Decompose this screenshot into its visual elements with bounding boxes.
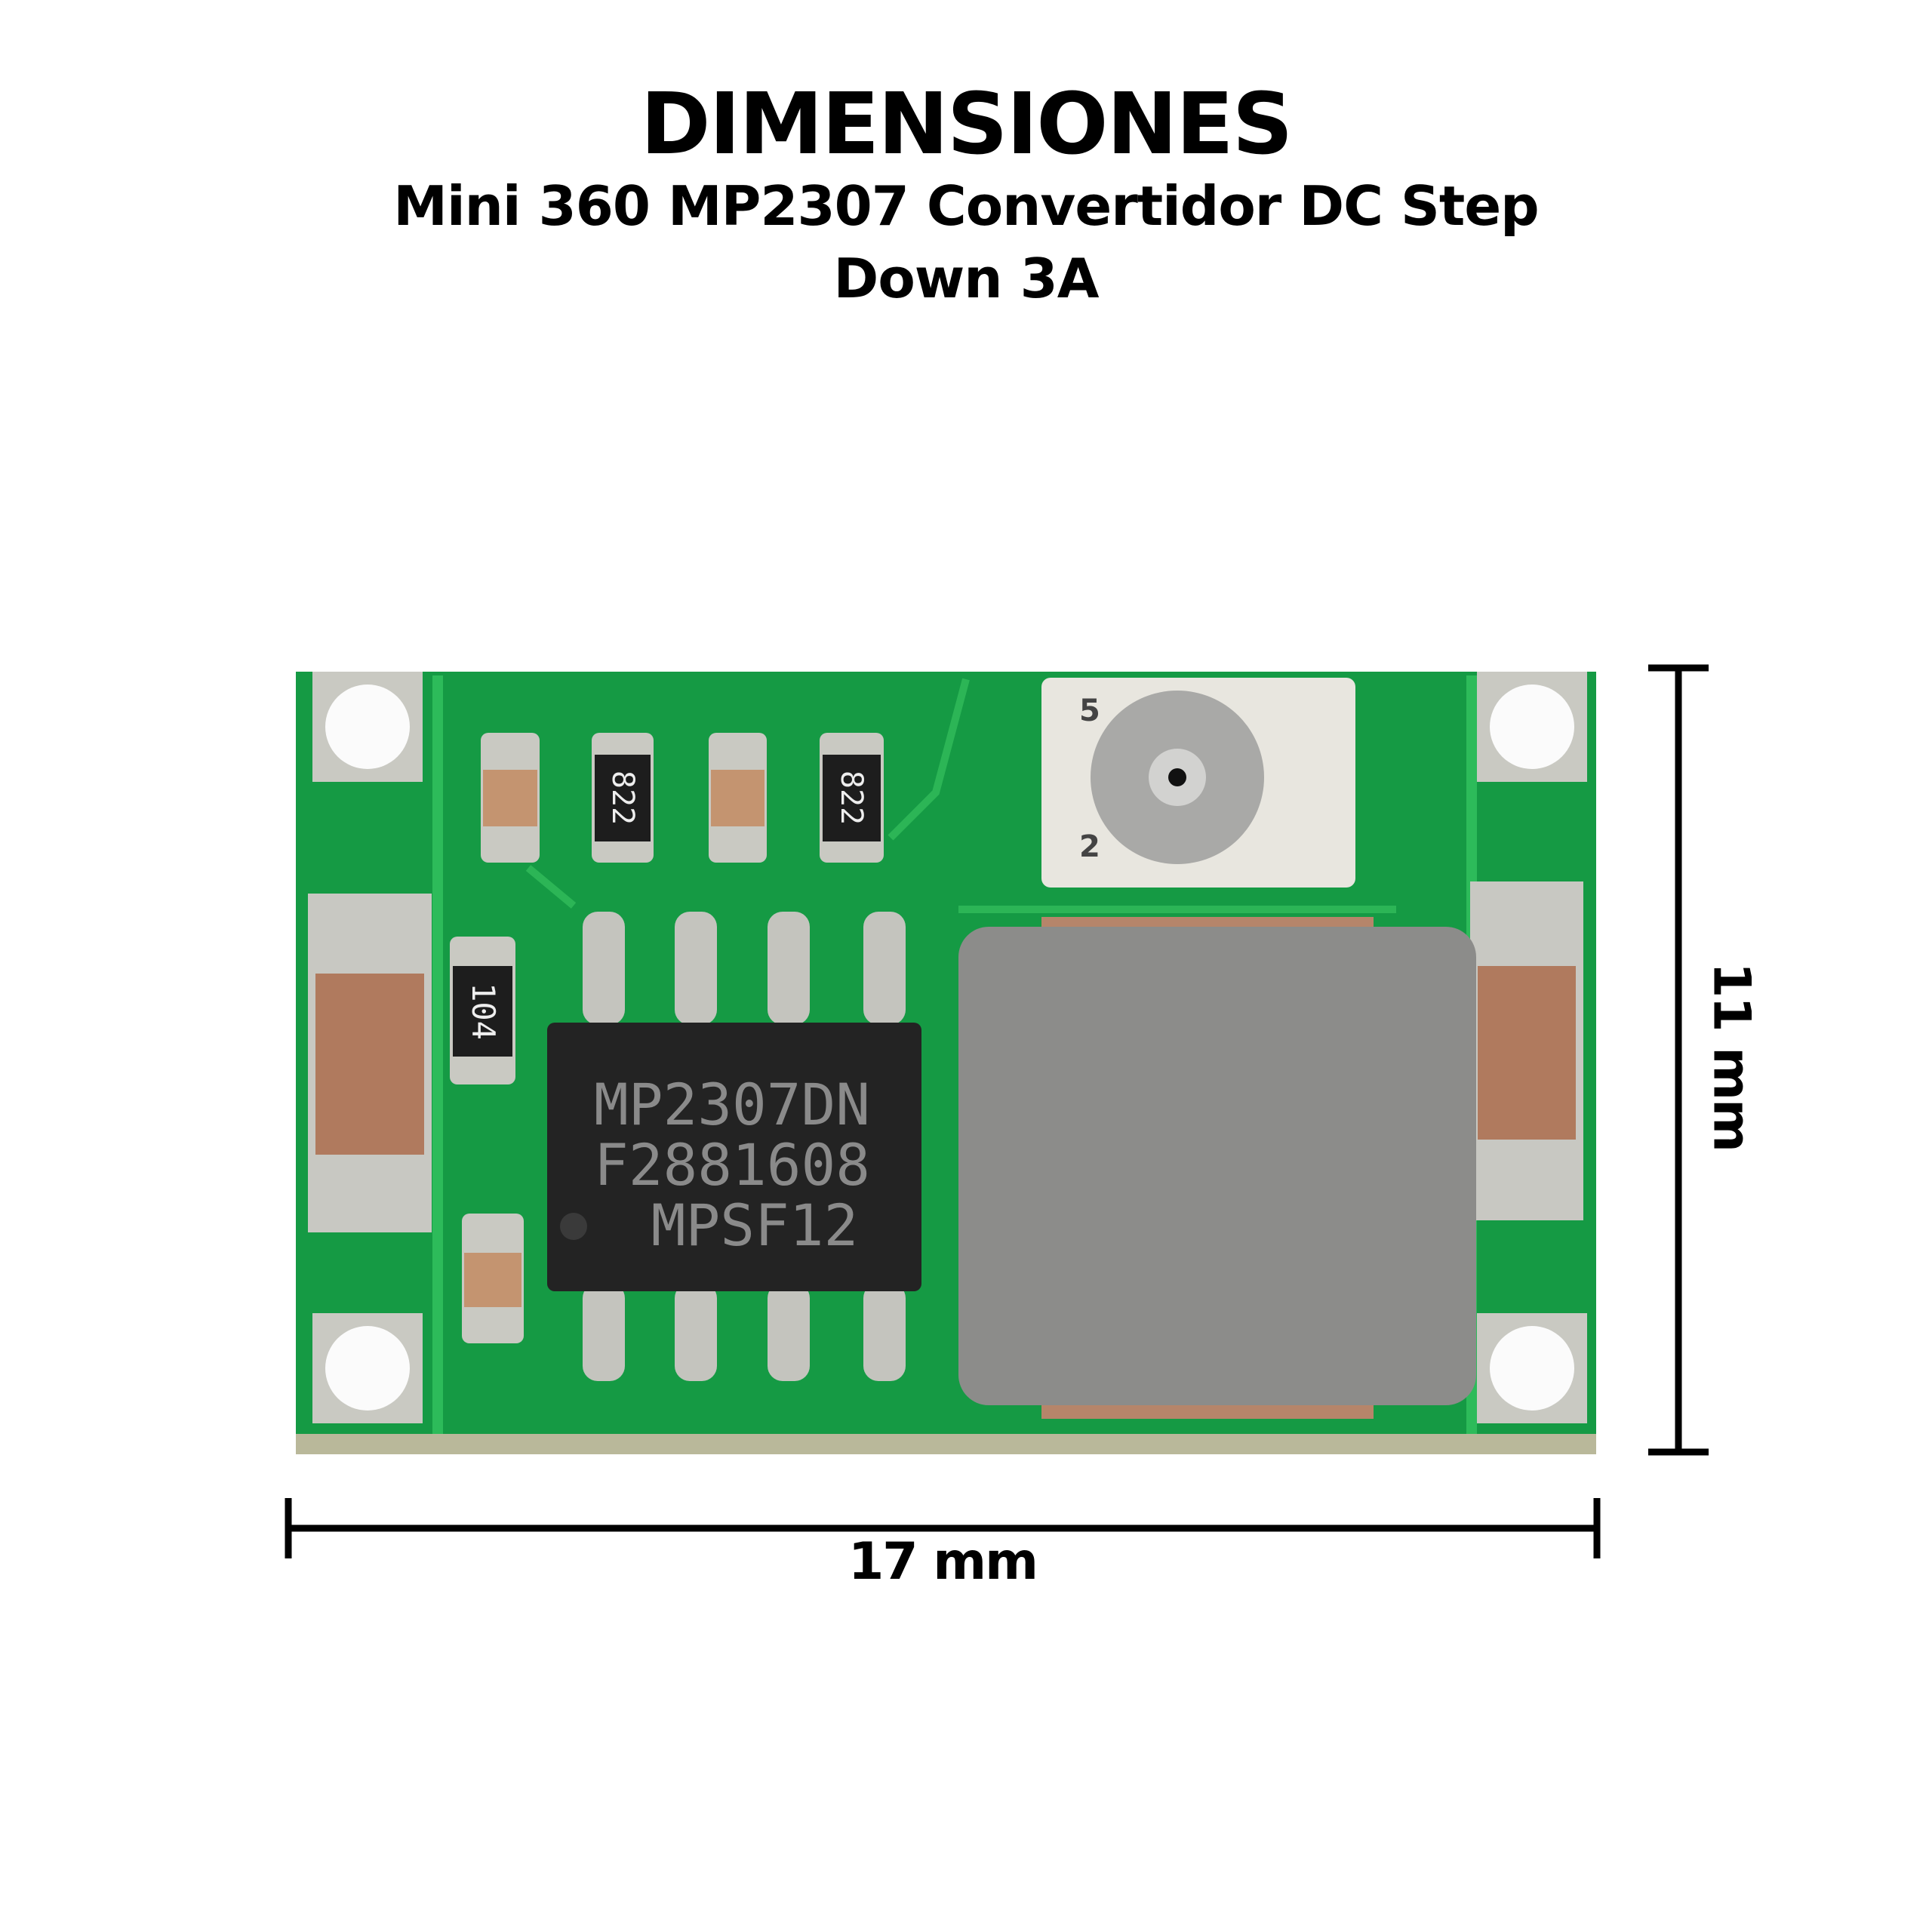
mounting-hole	[312, 1313, 423, 1423]
trimmer-potentiometer: 5 2	[1041, 678, 1355, 888]
resistor-104: 104	[450, 937, 515, 1084]
capacitor	[1470, 881, 1583, 1220]
inductor	[958, 917, 1476, 1419]
product-subtitle: Mini 360 MP2307 Convertidor DC Step Down…	[0, 170, 1932, 315]
capacitor	[462, 1214, 524, 1343]
ic-chip: MP2307DN F2881608 MPSF12	[547, 1023, 921, 1291]
capacitor	[709, 733, 767, 863]
width-dimension-line	[285, 1498, 1601, 1558]
height-dimension-line	[1648, 664, 1709, 1456]
resistor-822: 822	[592, 733, 654, 863]
capacitor	[481, 733, 540, 863]
pcb-board: 822 822 104 5 2 MP2307DN F2881608 MPSF	[296, 672, 1596, 1454]
mounting-hole	[1477, 672, 1587, 782]
mounting-hole	[312, 672, 423, 782]
height-label: 11 mm	[1701, 961, 1761, 1152]
resistor-label: 104	[465, 983, 502, 1040]
mounting-hole	[1477, 1313, 1587, 1423]
chip-marking: F2881608	[594, 1131, 870, 1198]
capacitor	[308, 894, 432, 1232]
ic-pins	[583, 912, 906, 1381]
subtitle-line-1: Mini 360 MP2307 Convertidor DC Step	[393, 174, 1539, 238]
resistor-label: 822	[605, 771, 640, 825]
subtitle-line-2: Down 3A	[833, 247, 1100, 310]
chip-marking: MPSF12	[651, 1192, 859, 1259]
pot-label: 5	[1079, 694, 1100, 728]
resistor-822: 822	[820, 733, 884, 863]
page-title: DIMENSIONES	[640, 75, 1294, 174]
width-label: 17 mm	[848, 1532, 1038, 1592]
chip-marking: MP2307DN	[594, 1071, 870, 1138]
resistor-label: 822	[834, 771, 869, 825]
pcb-edge	[296, 1434, 1596, 1454]
pot-label: 2	[1079, 829, 1100, 864]
